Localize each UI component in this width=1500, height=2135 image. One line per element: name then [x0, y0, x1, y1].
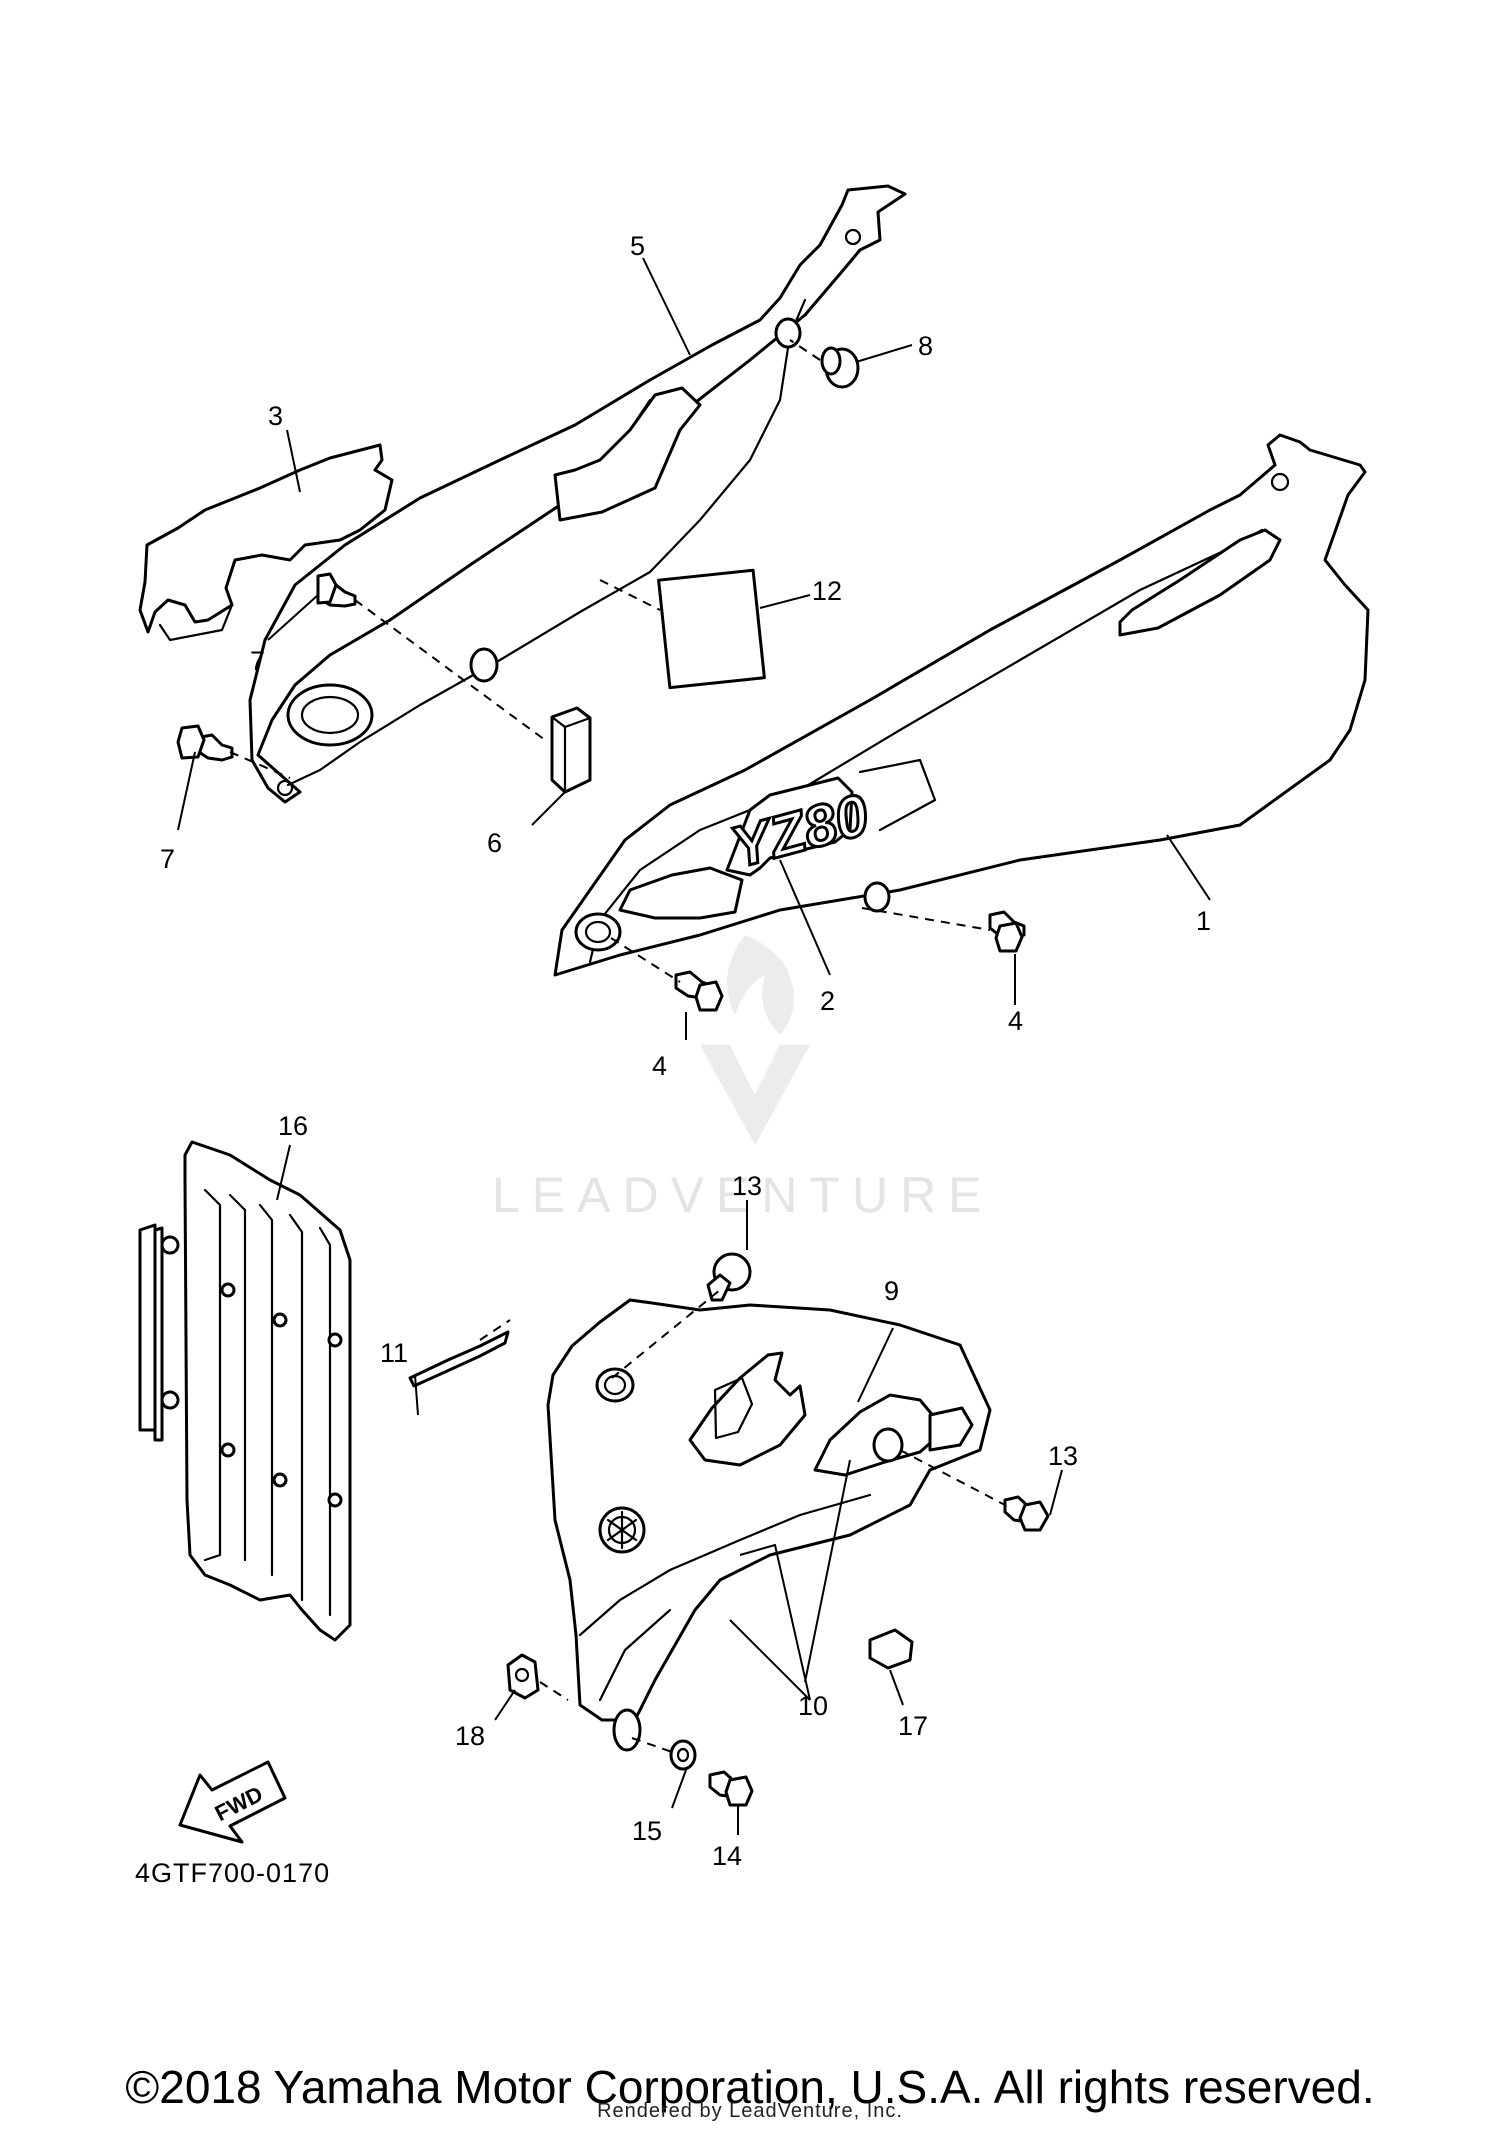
callout-6: 6: [487, 828, 502, 858]
callout-3: 3: [268, 401, 283, 431]
callout-1: 1: [1196, 906, 1211, 936]
leadventure-watermark: LEADVENTURE: [492, 935, 994, 1223]
callout-4-left: 4: [652, 1051, 667, 1081]
part-8-grommet: [820, 346, 860, 389]
callout-2: 2: [820, 986, 835, 1016]
callout-4-right: 4: [1008, 1006, 1023, 1036]
part-14-bolt: [708, 1770, 754, 1807]
part-13-bolt-upper: [706, 1252, 752, 1302]
callout-17: 17: [898, 1711, 928, 1741]
callout-10: 10: [798, 1691, 828, 1721]
watermark-text: LEADVENTURE: [492, 1167, 994, 1223]
callout-13-upper: 13: [732, 1171, 762, 1201]
part-4-bolt-right: [988, 910, 1026, 953]
callout-15: 15: [632, 1816, 662, 1846]
copyright-notice: ©2018 Yamaha Motor Corporation, U.S.A. A…: [125, 2061, 1375, 2113]
fwd-arrow-icon: FWD: [178, 1760, 287, 1844]
callout-18: 18: [455, 1721, 485, 1751]
part-1-side-cover: YZ80: [553, 433, 1370, 977]
callout-11: 11: [380, 1338, 408, 1368]
part-11-strip: [408, 1330, 510, 1388]
leader-lines: [177, 257, 1211, 1835]
callout-9: 9: [884, 1276, 899, 1306]
callout-7-upper: 7: [250, 646, 265, 676]
callout-13-right: 13: [1048, 1441, 1078, 1471]
callout-8: 8: [918, 331, 933, 361]
part-7-bolt-lower: [176, 724, 234, 762]
part-12-label: [657, 568, 766, 690]
alignment-lines: [229, 339, 1006, 1754]
part-17-clip-nut: [868, 1628, 914, 1670]
part-4-bolt-left: [674, 970, 724, 1012]
part-3-guard: [138, 443, 394, 642]
part-18-clip: [506, 1653, 540, 1700]
rendered-by-notice: Rendered by LeadVenture, Inc.: [597, 2100, 903, 2122]
callout-16: 16: [278, 1111, 308, 1141]
callout-numbers: 1 2 3 4 4 5 6 7 7 8 9 10 11 12 13 13 14 …: [160, 231, 1211, 1871]
part-13-bolt-right: [1003, 1495, 1050, 1532]
drawing-code: 4GTF700-0170: [135, 1858, 330, 1888]
callout-5: 5: [630, 231, 645, 261]
callout-12: 12: [812, 576, 842, 606]
part-5-frame-panel: [248, 184, 907, 804]
part-7-bolt-upper: [316, 572, 357, 608]
part-9-shroud: [546, 1298, 992, 1752]
part-16-radiator-guard: [138, 1140, 352, 1642]
callout-14: 14: [712, 1841, 742, 1871]
callout-7-lower: 7: [160, 844, 175, 874]
part-6-damper: [550, 706, 592, 794]
part-15-washer: [669, 1739, 697, 1771]
